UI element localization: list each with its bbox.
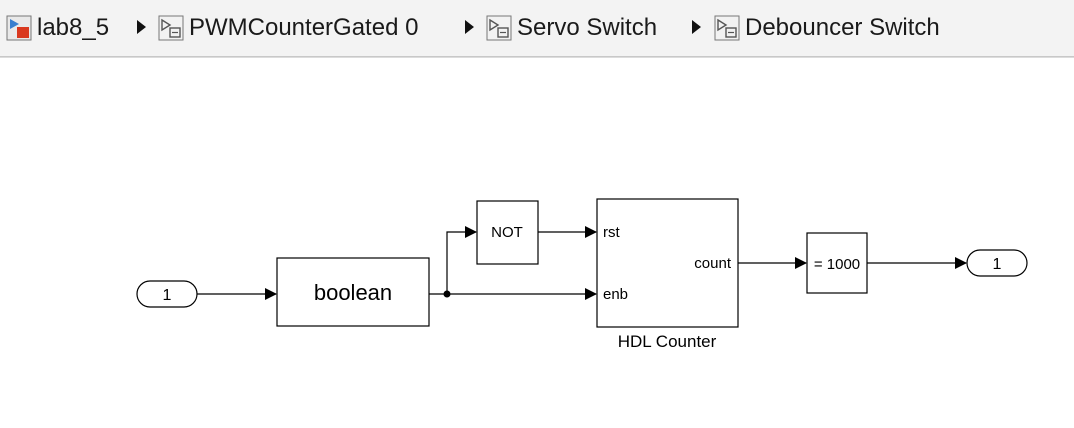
outport-label: 1: [993, 256, 1002, 273]
model-icon: [6, 15, 32, 41]
hdl-counter-block[interactable]: rst enb count: [596, 198, 739, 328]
branch-point: [443, 290, 451, 298]
port-label-rst: rst: [603, 224, 620, 241]
breadcrumb-item-lab8-5[interactable]: lab8_5: [6, 10, 109, 46]
breadcrumb-label: PWMCounterGated 0: [189, 14, 419, 41]
inport-block[interactable]: 1: [136, 280, 198, 308]
breadcrumb-label: lab8_5: [37, 14, 110, 41]
signal-line[interactable]: [446, 226, 477, 294]
subsystem-icon: [158, 15, 184, 41]
outport-block[interactable]: 1: [966, 249, 1028, 277]
inport-label: 1: [163, 287, 172, 304]
block-name-hdl-counter: HDL Counter: [618, 332, 717, 351]
signal-lines: [197, 226, 967, 300]
subsystem-icon: [714, 15, 740, 41]
breadcrumb-item-servo-switch[interactable]: Servo Switch: [486, 10, 657, 46]
compare-label: = 1000: [814, 256, 860, 273]
triangle-right-icon: [692, 20, 701, 34]
port-label-count: count: [694, 255, 732, 272]
subsystem-icon: [486, 15, 512, 41]
diagram-canvas[interactable]: 1 boolean NOT rst enb count HDL Counter …: [0, 57, 1074, 423]
port-label-enb: enb: [603, 286, 628, 303]
triangle-right-icon: [465, 20, 474, 34]
not-label: NOT: [491, 224, 523, 241]
boolean-convert-block[interactable]: boolean: [276, 257, 430, 327]
compare-to-constant-block[interactable]: = 1000: [806, 232, 868, 294]
not-block[interactable]: NOT: [476, 200, 539, 265]
convert-label: boolean: [314, 280, 392, 305]
breadcrumb-label: Debouncer Switch: [745, 14, 940, 41]
breadcrumb: lab8_5 PWMCounterGated 0 Servo Switch De…: [0, 0, 1074, 57]
breadcrumb-item-debouncer-switch[interactable]: Debouncer Switch: [714, 10, 940, 46]
triangle-right-icon: [137, 20, 146, 34]
breadcrumb-label: Servo Switch: [517, 14, 658, 41]
breadcrumb-item-pwmcountergated-0[interactable]: PWMCounterGated 0: [158, 10, 418, 46]
block-diagram: 1 boolean NOT rst enb count HDL Counter …: [136, 198, 1028, 351]
